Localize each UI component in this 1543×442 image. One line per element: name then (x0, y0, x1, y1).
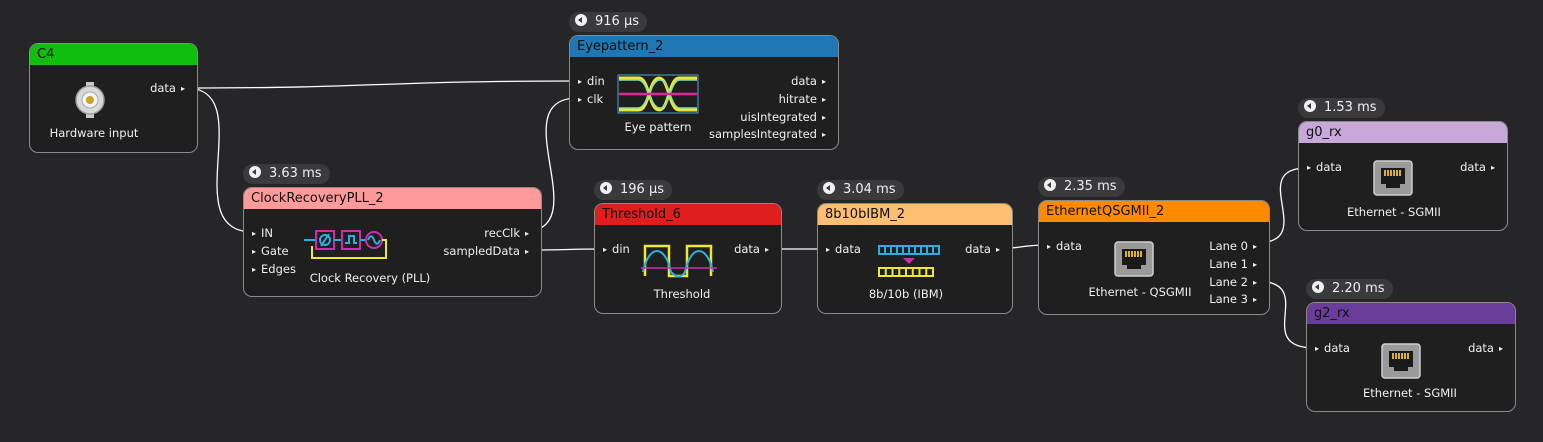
pll-icon (304, 230, 387, 259)
input-port-din[interactable]: din (578, 74, 605, 90)
output-port-lane-0[interactable]: Lane 0 (1209, 239, 1257, 255)
timing-badge: 2.35 ms (1038, 177, 1125, 197)
node-label: Threshold (653, 287, 711, 301)
output-port-lane-3[interactable]: Lane 3 (1209, 292, 1257, 308)
output-port-recclk[interactable]: recClk (484, 226, 529, 242)
node-8b10bibm[interactable]: 8b10bIBM_2 data data 8b/10b (IBM) (817, 203, 1013, 314)
node-threshold[interactable]: Threshold_6 din data Threshold (594, 203, 782, 314)
input-port-gate[interactable]: Gate (252, 244, 289, 260)
input-port-edges[interactable]: Edges (252, 262, 296, 278)
node-label: Ethernet - QSGMII (1088, 285, 1192, 299)
timing-badge: 1.53 ms (1298, 98, 1385, 118)
node-label: Hardware input (49, 126, 139, 140)
node-title: g2_rx (1307, 303, 1515, 324)
node-label: Ethernet - SGMII (1347, 205, 1441, 219)
input-port-clk[interactable]: clk (578, 92, 603, 108)
output-port-sampleddata[interactable]: sampledData (443, 244, 529, 260)
ethernet-jack-icon (1114, 241, 1154, 277)
output-port-data[interactable]: data (734, 242, 769, 258)
timing-badge: 2.20 ms (1306, 279, 1393, 299)
input-port-data[interactable]: data (1315, 341, 1350, 357)
node-g0-rx[interactable]: g0_rx data data Ethernet - SGMII (1298, 121, 1508, 231)
node-title: EthernetQSGMII_2 (1039, 201, 1269, 222)
node-c4[interactable]: C4 data Hardware input (29, 43, 198, 153)
node-title: g0_rx (1299, 122, 1507, 143)
ethernet-jack-icon (1381, 343, 1421, 379)
input-port-data[interactable]: data (1307, 160, 1342, 176)
output-port-uisintegrated[interactable]: uisIntegrated (740, 110, 826, 126)
node-label: Eye pattern (624, 120, 692, 134)
timing-badge: 916 µs (569, 12, 647, 32)
output-port-data[interactable]: data (1468, 341, 1503, 357)
node-g2-rx[interactable]: g2_rx data data Ethernet - SGMII (1306, 302, 1516, 412)
timer-icon (1312, 281, 1324, 293)
timer-icon (823, 182, 835, 194)
wire-c4-to-eyepattern-din (185, 80, 579, 89)
input-port-din[interactable]: din (603, 242, 630, 258)
output-port-data[interactable]: data (965, 242, 1000, 258)
node-label: Ethernet - SGMII (1363, 386, 1457, 400)
node-title: Eyepattern_2 (570, 36, 838, 57)
timing-badge: 196 µs (594, 180, 672, 200)
threshold-waveform-icon (641, 244, 717, 278)
timer-icon (249, 166, 261, 178)
node-ethernetqsgmii[interactable]: EthernetQSGMII_2 data Lane 0 Lane 1 Lane… (1038, 200, 1270, 315)
bit-decode-icon (878, 245, 940, 277)
node-title: 8b10bIBM_2 (818, 204, 1012, 225)
output-port-data[interactable]: data (791, 74, 826, 90)
timer-icon (575, 14, 587, 26)
node-label: Clock Recovery (PLL) (309, 271, 431, 285)
output-port-hitrate[interactable]: hitrate (779, 92, 826, 108)
node-title: ClockRecoveryPLL_2 (244, 188, 541, 209)
input-port-data[interactable]: data (1047, 239, 1082, 255)
input-port-data[interactable]: data (826, 242, 861, 258)
output-port-lane-1[interactable]: Lane 1 (1209, 257, 1257, 273)
output-port-samplesintegrated[interactable]: samplesIntegrated (709, 127, 826, 143)
node-label: 8b/10b (IBM) (868, 287, 944, 301)
timer-icon (1044, 179, 1056, 191)
timer-icon (1304, 100, 1316, 112)
timing-badge: 3.63 ms (243, 164, 330, 184)
timer-icon (600, 182, 612, 194)
bnc-connector-icon (75, 82, 105, 118)
output-port-data[interactable]: data (1460, 160, 1495, 176)
node-eyepattern[interactable]: Eyepattern_2 din clk data hitrate uisInt… (569, 35, 839, 150)
output-port-lane-2[interactable]: Lane 2 (1209, 275, 1257, 291)
timing-badge: 3.04 ms (817, 180, 904, 200)
node-title: C4 (30, 44, 197, 65)
output-port-data[interactable]: data (150, 81, 185, 97)
node-title: Threshold_6 (595, 204, 781, 225)
eye-pattern-icon (617, 74, 699, 114)
node-clockrecovery[interactable]: ClockRecoveryPLL_2 IN Gate Edges recClk … (243, 187, 542, 297)
ethernet-jack-icon (1373, 160, 1413, 196)
input-port-in[interactable]: IN (252, 226, 273, 242)
